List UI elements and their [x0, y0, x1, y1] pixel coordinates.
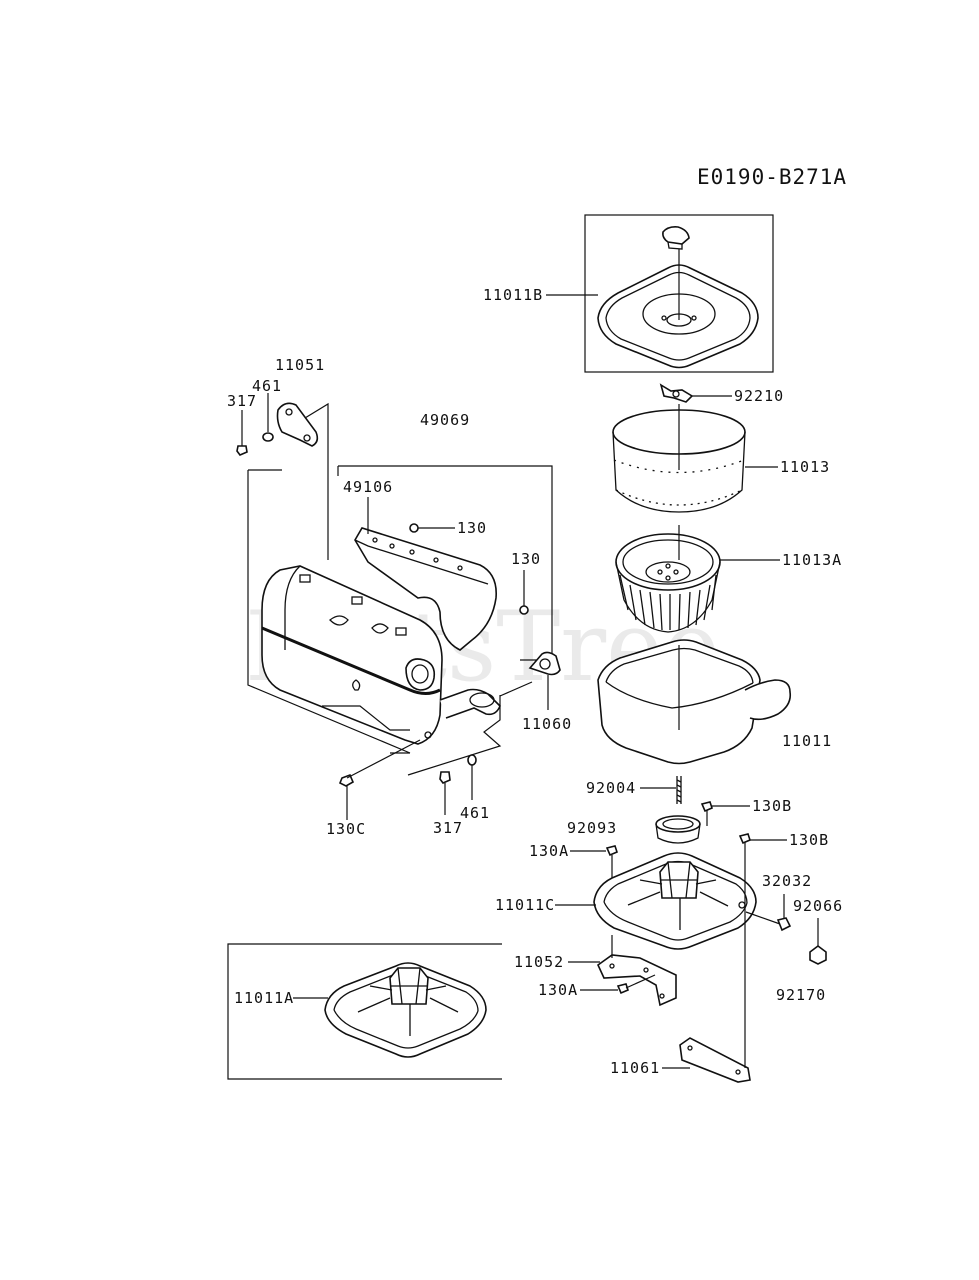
label-92066: 92066: [793, 897, 843, 915]
label-130-b: 130: [511, 550, 541, 568]
part-32032-collar[interactable]: [776, 917, 792, 932]
label-49106: 49106: [343, 478, 393, 496]
label-317-top: 317: [227, 392, 257, 410]
label-32032: 32032: [762, 872, 812, 890]
label-11013A: 11013A: [782, 551, 842, 569]
part-11013A-filter-element[interactable]: [615, 533, 721, 633]
part-317-stud-bottom[interactable]: [439, 771, 451, 784]
label-92004: 92004: [586, 779, 636, 797]
label-11060: 11060: [522, 715, 572, 733]
part-11011-air-cleaner-case[interactable]: [597, 639, 792, 765]
cover-knob[interactable]: [662, 226, 690, 250]
part-92210-wing-nut[interactable]: [659, 383, 694, 403]
label-461-bottom: 461: [460, 804, 490, 822]
part-11011B-cover[interactable]: [597, 264, 759, 369]
part-130A-bolt-a[interactable]: [605, 845, 618, 880]
label-11011: 11011: [782, 732, 832, 750]
label-130B-a: 130B: [752, 797, 792, 815]
part-461-nut-top[interactable]: [262, 432, 274, 442]
label-11051: 11051: [275, 356, 325, 374]
part-130B-bolt-a[interactable]: [700, 801, 713, 826]
part-11011C-base[interactable]: [593, 852, 757, 950]
label-92093: 92093: [567, 819, 617, 837]
part-11060-gasket[interactable]: [528, 651, 561, 676]
part-11051-bracket[interactable]: [276, 402, 319, 447]
part-muffler[interactable]: [261, 565, 443, 745]
part-92004-stud[interactable]: [676, 776, 682, 804]
label-11013: 11013: [780, 458, 830, 476]
part-130B-bolt-b[interactable]: [738, 833, 751, 860]
label-130C: 130C: [326, 820, 366, 838]
label-130-a: 130: [457, 519, 487, 537]
cover-inset-box: [584, 214, 774, 373]
label-11011B: 11011B: [483, 286, 543, 304]
label-130B-b: 130B: [789, 831, 829, 849]
label-11061: 11061: [610, 1059, 660, 1077]
base-inset-box: [227, 943, 502, 1080]
part-11011A-base-assembly[interactable]: [324, 962, 487, 1058]
label-92170: 92170: [776, 986, 826, 1004]
label-92210: 92210: [734, 387, 784, 405]
part-49106-heat-shield[interactable]: [354, 527, 497, 651]
label-130A-b: 130A: [538, 981, 578, 999]
part-92093-seal[interactable]: [655, 815, 701, 844]
part-130C-bolt[interactable]: [338, 773, 355, 787]
part-11061-plate[interactable]: [679, 1037, 751, 1083]
label-461-top: 461: [252, 377, 282, 395]
label-11011C: 11011C: [495, 896, 555, 914]
label-317-bottom: 317: [433, 819, 463, 837]
diagram-code: E0190-B271A: [697, 165, 847, 189]
part-130-bolt-b[interactable]: [519, 605, 529, 615]
label-49069: 49069: [420, 411, 470, 429]
part-130A-bolt-b[interactable]: [616, 983, 629, 995]
label-130A-a: 130A: [529, 842, 569, 860]
label-11052: 11052: [514, 953, 564, 971]
part-317-stud-top[interactable]: [236, 445, 248, 456]
part-130-bolt-a[interactable]: [409, 523, 419, 533]
part-92066-collar[interactable]: [809, 945, 827, 965]
label-11011A: 11011A: [234, 989, 294, 1007]
part-11052-bracket[interactable]: [596, 954, 677, 1007]
part-461-nut-bottom[interactable]: [467, 754, 477, 766]
